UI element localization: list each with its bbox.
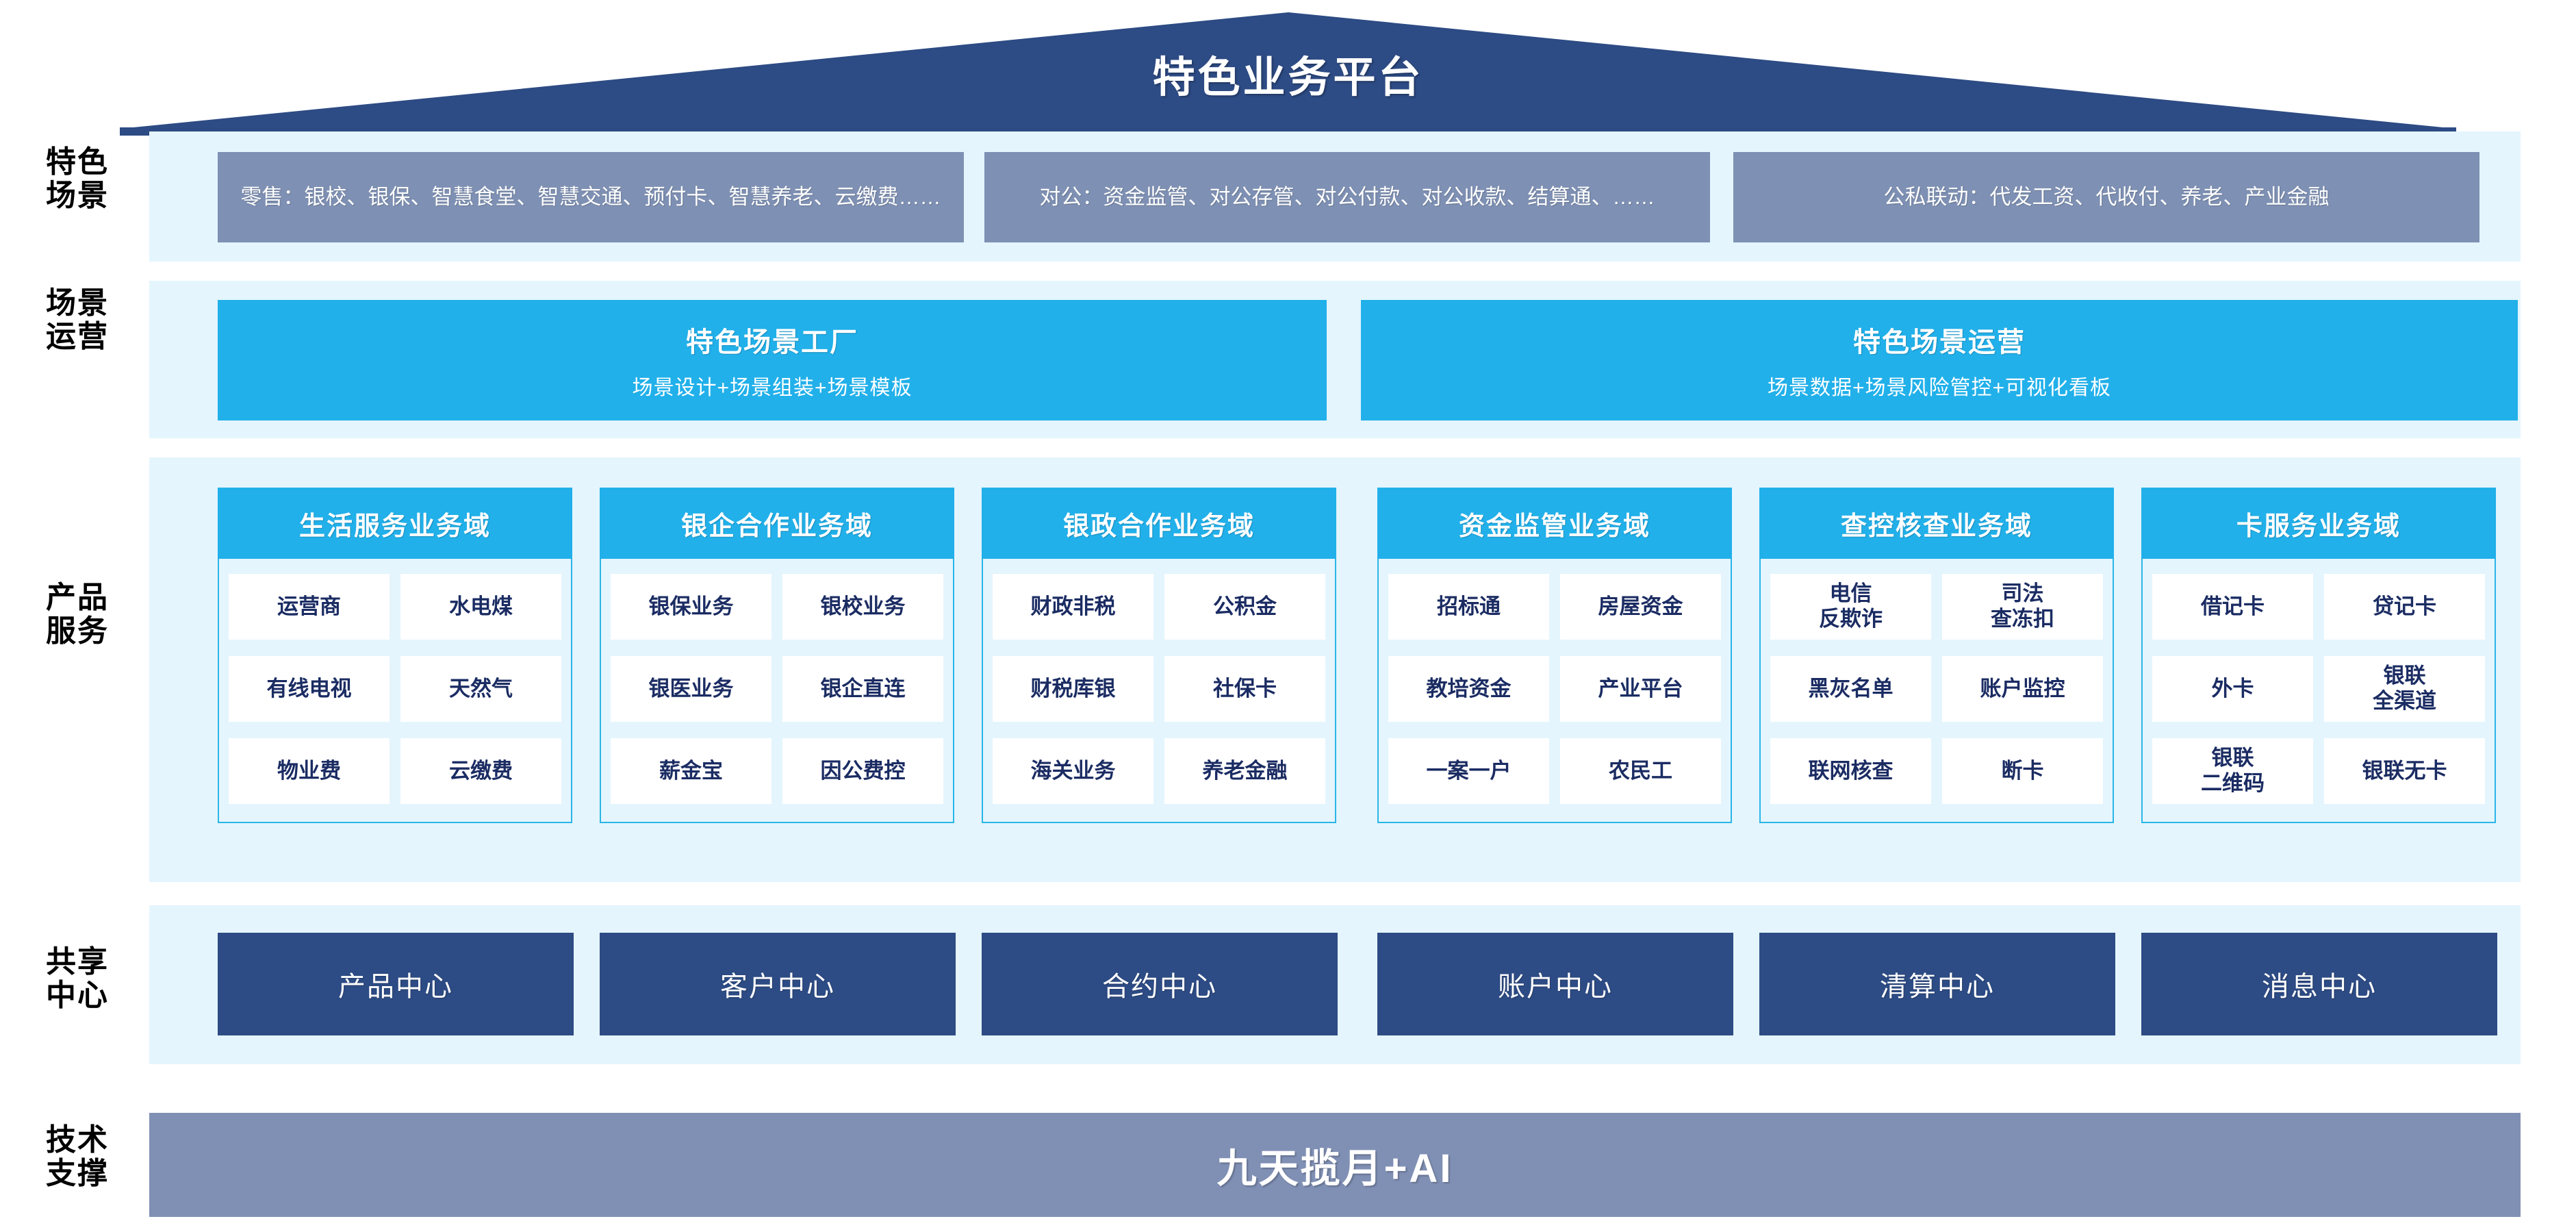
- operation-box-scenario-operation[interactable]: 特色场景运营 场景数据+场景风险管控+可视化看板: [1361, 300, 2518, 420]
- domain-body: 运营商 水电煤 有线电视 天然气 物业费 云缴费: [218, 559, 572, 823]
- domain-cell[interactable]: 贷记卡: [2324, 574, 2485, 640]
- scenario-box-public-private[interactable]: 公私联动：代发工资、代收付、养老、产业金融: [1733, 152, 2479, 242]
- operation-box-scenario-factory[interactable]: 特色场景工厂 场景设计+场景组装+场景模板: [218, 300, 1327, 420]
- shared-center-product[interactable]: 产品中心: [218, 933, 574, 1035]
- domain-column-life-service[interactable]: 生活服务业务域 运营商 水电煤 有线电视 天然气 物业费 云缴费: [218, 488, 572, 823]
- domain-title: 银政合作业务域: [982, 488, 1336, 559]
- rail-label-tech-support: 技术 支撑: [46, 1123, 109, 1191]
- page-title: 特色业务平台: [1152, 54, 1424, 101]
- shared-center-settlement[interactable]: 清算中心: [1759, 933, 2115, 1035]
- domain-cell[interactable]: 教培资金: [1388, 656, 1549, 722]
- domain-cell[interactable]: 银校业务: [782, 574, 943, 640]
- domain-cell-grid: 运营商 水电煤 有线电视 天然气 物业费 云缴费: [229, 574, 561, 804]
- domain-cell[interactable]: 社保卡: [1164, 656, 1325, 722]
- domain-cell-grid: 电信 反欺诈 司法 查冻扣 黑灰名单 账户监控 联网核查 断卡: [1770, 574, 2103, 804]
- domain-cell[interactable]: 银联无卡: [2324, 738, 2485, 804]
- domain-cell[interactable]: 水电煤: [400, 574, 561, 640]
- operation-operation-subtitle: 场景数据+场景风险管控+可视化看板: [1767, 377, 2112, 399]
- rail-label-product-service: 产品 服务: [46, 581, 109, 649]
- domain-cell[interactable]: 因公费控: [782, 738, 943, 804]
- domain-cell[interactable]: 银企直连: [782, 656, 943, 722]
- platform-roof-banner: 特色业务平台: [0, 0, 2576, 137]
- domain-cell[interactable]: 银医业务: [611, 656, 771, 722]
- domain-cell[interactable]: 司法 查冻扣: [1942, 574, 2103, 640]
- operation-factory-subtitle: 场景设计+场景组装+场景模板: [632, 377, 913, 399]
- domain-cell[interactable]: 有线电视: [229, 656, 390, 722]
- domain-body: 银保业务 银校业务 银医业务 银企直连 薪金宝 因公费控: [600, 559, 954, 823]
- scenario-box-corporate[interactable]: 对公：资金监管、对公存管、对公付款、对公收款、结算通、……: [984, 152, 1710, 242]
- domain-cell-grid: 借记卡 贷记卡 外卡 银联 全渠道 银联 二维码 银联无卡: [2152, 574, 2485, 804]
- domain-cell[interactable]: 借记卡: [2152, 574, 2313, 640]
- domain-cell[interactable]: 财政非税: [993, 574, 1153, 640]
- domain-cell[interactable]: 一案一户: [1388, 738, 1549, 804]
- domain-cell[interactable]: 账户监控: [1942, 656, 2103, 722]
- shared-center-message[interactable]: 消息中心: [2141, 933, 2497, 1035]
- domain-column-bank-government[interactable]: 银政合作业务域 财政非税 公积金 财税库银 社保卡 海关业务 养老金融: [982, 488, 1336, 823]
- shared-center-customer[interactable]: 客户中心: [600, 933, 956, 1035]
- domain-cell[interactable]: 招标通: [1388, 574, 1549, 640]
- domain-cell[interactable]: 农民工: [1560, 738, 1721, 804]
- domain-column-investigation-control[interactable]: 查控核查业务域 电信 反欺诈 司法 查冻扣 黑灰名单 账户监控 联网核查 断卡: [1759, 488, 2114, 823]
- domain-cell[interactable]: 海关业务: [993, 738, 1153, 804]
- rail-label-special-scenario: 特色 场景: [46, 145, 109, 213]
- domain-cell[interactable]: 断卡: [1942, 738, 2103, 804]
- domain-body: 财政非税 公积金 财税库银 社保卡 海关业务 养老金融: [982, 559, 1336, 823]
- domain-cell[interactable]: 联网核查: [1770, 738, 1931, 804]
- domain-body: 招标通 房屋资金 教培资金 产业平台 一案一户 农民工: [1377, 559, 1732, 823]
- domain-cell[interactable]: 黑灰名单: [1770, 656, 1931, 722]
- shared-center-contract[interactable]: 合约中心: [982, 933, 1338, 1035]
- domain-column-card-service[interactable]: 卡服务业务域 借记卡 贷记卡 外卡 银联 全渠道 银联 二维码 银联无卡: [2141, 488, 2496, 823]
- domain-cell[interactable]: 财税库银: [993, 656, 1153, 722]
- domain-cell-grid: 银保业务 银校业务 银医业务 银企直连 薪金宝 因公费控: [611, 574, 943, 804]
- domain-cell[interactable]: 公积金: [1164, 574, 1325, 640]
- rail-label-scenario-operation: 场景 运营: [46, 286, 109, 354]
- domain-cell[interactable]: 电信 反欺诈: [1770, 574, 1931, 640]
- shared-center-account[interactable]: 账户中心: [1377, 933, 1733, 1035]
- domain-title: 银企合作业务域: [600, 488, 954, 559]
- domain-body: 借记卡 贷记卡 外卡 银联 全渠道 银联 二维码 银联无卡: [2141, 559, 2496, 823]
- domain-cell[interactable]: 外卡: [2152, 656, 2313, 722]
- domain-cell-grid: 招标通 房屋资金 教培资金 产业平台 一案一户 农民工: [1388, 574, 1721, 804]
- domain-column-bank-enterprise[interactable]: 银企合作业务域 银保业务 银校业务 银医业务 银企直连 薪金宝 因公费控: [600, 488, 954, 823]
- domain-cell[interactable]: 运营商: [229, 574, 390, 640]
- operation-factory-title: 特色场景工厂: [686, 327, 858, 357]
- domain-cell[interactable]: 房屋资金: [1560, 574, 1721, 640]
- domain-title: 生活服务业务域: [218, 488, 572, 559]
- tech-support-bar[interactable]: 九天揽月+AI: [149, 1113, 2521, 1217]
- domain-body: 电信 反欺诈 司法 查冻扣 黑灰名单 账户监控 联网核查 断卡: [1759, 559, 2114, 823]
- domain-cell[interactable]: 薪金宝: [611, 738, 771, 804]
- rail-label-shared-center: 共享 中心: [46, 945, 109, 1013]
- domain-title: 资金监管业务域: [1377, 488, 1732, 559]
- scenario-box-retail[interactable]: 零售：银校、银保、智慧食堂、智慧交通、预付卡、智慧养老、云缴费……: [218, 152, 964, 242]
- domain-cell[interactable]: 天然气: [400, 656, 561, 722]
- domain-cell[interactable]: 养老金融: [1164, 738, 1325, 804]
- domain-cell-grid: 财政非税 公积金 财税库银 社保卡 海关业务 养老金融: [993, 574, 1325, 804]
- operation-operation-title: 特色场景运营: [1853, 327, 2026, 357]
- domain-cell[interactable]: 银保业务: [611, 574, 771, 640]
- domain-title: 卡服务业务域: [2141, 488, 2496, 559]
- domain-cell[interactable]: 云缴费: [400, 738, 561, 804]
- domain-cell[interactable]: 银联 二维码: [2152, 738, 2313, 804]
- domain-cell[interactable]: 银联 全渠道: [2324, 656, 2485, 722]
- domain-cell[interactable]: 产业平台: [1560, 656, 1721, 722]
- domain-cell[interactable]: 物业费: [229, 738, 390, 804]
- domain-title: 查控核查业务域: [1759, 488, 2114, 559]
- domain-column-fund-supervision[interactable]: 资金监管业务域 招标通 房屋资金 教培资金 产业平台 一案一户 农民工: [1377, 488, 1732, 823]
